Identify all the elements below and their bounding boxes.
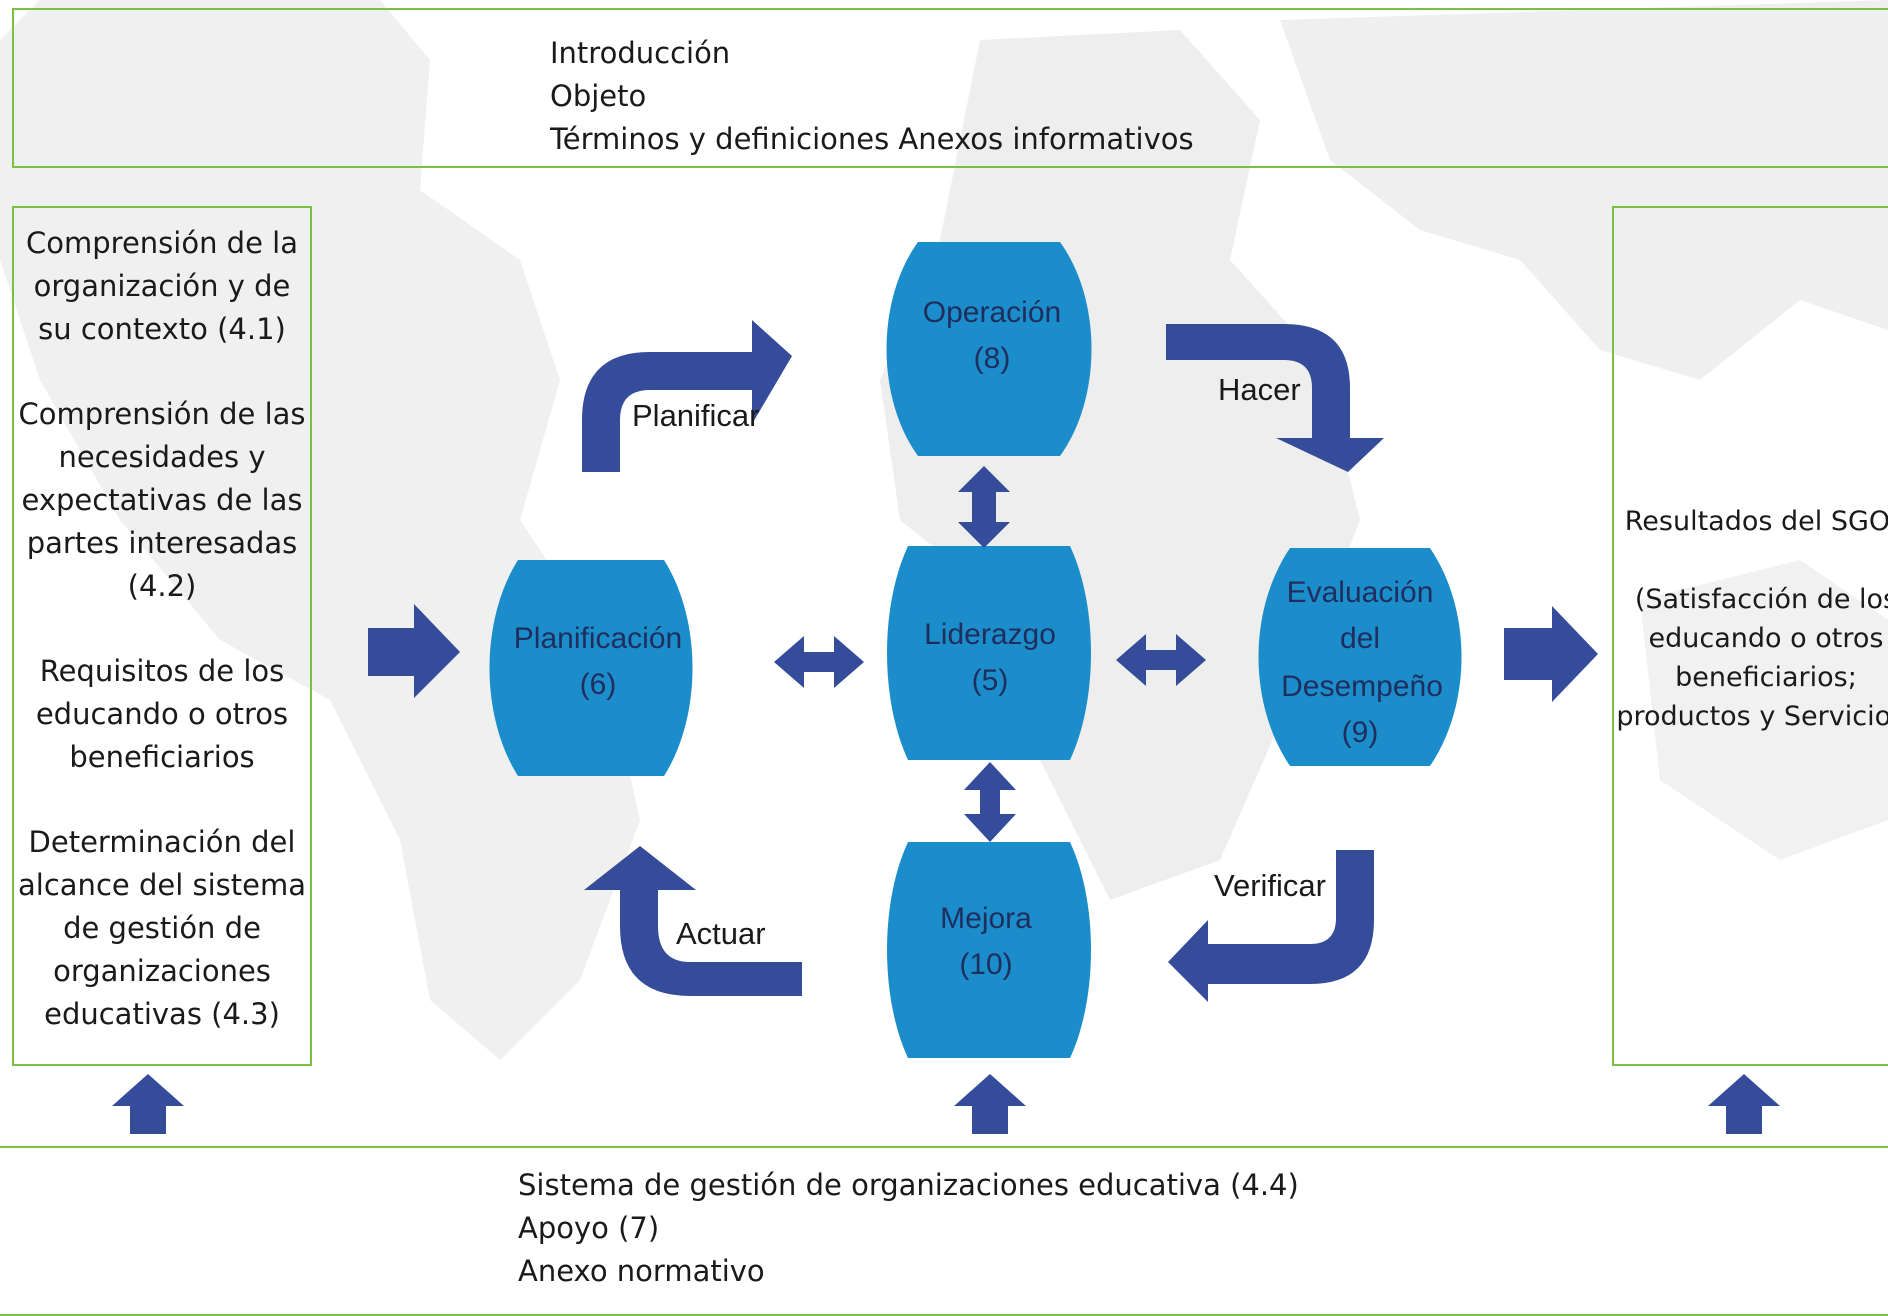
- node-liderazgo-number: (5): [972, 664, 1009, 697]
- results-title: Resultados del SGOE: [1624, 506, 1888, 537]
- input-scope: Determinación del alcance del sistema de…: [18, 825, 306, 1031]
- node-liderazgo-name: Liderazgo: [924, 618, 1056, 651]
- node-planificacion: Planificación (6): [489, 560, 693, 776]
- map-landmass-oceania: [1640, 560, 1888, 860]
- node-evaluacion-shape: [1258, 548, 1462, 766]
- footer-up-arrow-center: [954, 1074, 1026, 1134]
- header-line-objective: Objeto: [550, 79, 647, 113]
- check-label: Verificar: [1214, 868, 1326, 903]
- input-requirements: Requisitos de los educando o otros benef…: [35, 654, 289, 774]
- act-label: Actuar: [676, 916, 766, 951]
- footer-line-annex: Anexo normativo: [518, 1254, 765, 1288]
- node-evaluacion-name-1: Evaluación: [1287, 576, 1434, 609]
- node-liderazgo-shape: [887, 546, 1091, 760]
- node-mejora-name: Mejora: [940, 902, 1032, 935]
- map-landmass-asia: [1280, 0, 1888, 380]
- node-operacion-name: Operación: [923, 296, 1061, 329]
- check-arrow: [1168, 850, 1374, 1002]
- node-operacion-shape: [886, 242, 1092, 456]
- inputs-box: Comprensión de la organización y de su c…: [12, 206, 312, 1066]
- results-detail: (Satisfacción de los educando o otros be…: [1616, 584, 1888, 732]
- node-operacion: Operación (8): [886, 242, 1092, 456]
- plan-label: Planificar: [632, 398, 760, 433]
- results-text: Resultados del SGOE (Satisfacción de los…: [1614, 502, 1888, 775]
- header-line-introduction: Introducción: [550, 36, 731, 70]
- input-stakeholders: Comprensión de las necesidades y expecta…: [18, 397, 306, 603]
- header-box: Introducción Objeto Términos y definicio…: [12, 8, 1888, 168]
- liderazgo-mejora-arrow: [964, 762, 1016, 842]
- results-box: Resultados del SGOE (Satisfacción de los…: [1612, 206, 1888, 1066]
- act-arrow: [584, 846, 802, 996]
- node-planificacion-shape: [489, 560, 693, 776]
- node-mejora-number: (10): [959, 948, 1012, 981]
- footer-line-system: Sistema de gestión de organizaciones edu…: [518, 1168, 1299, 1202]
- inputs-text: Comprensión de la organización y de su c…: [14, 222, 310, 1078]
- plan-arrow: [582, 320, 792, 472]
- header-line-terms: Términos y definiciones Anexos informati…: [550, 122, 1194, 156]
- footer-lines: Sistema de gestión de organizaciones edu…: [518, 1164, 1299, 1293]
- node-evaluacion-number: (9): [1342, 716, 1379, 749]
- map-landmass-americas: [0, 0, 640, 1060]
- node-mejora-shape: [887, 842, 1091, 1058]
- footer-line-support: Apoyo (7): [518, 1211, 660, 1245]
- output-arrow: [1504, 606, 1598, 702]
- node-planificacion-name: Planificación: [514, 622, 682, 655]
- node-evaluacion: Evaluación del Desempeño (9): [1258, 548, 1462, 766]
- footer-up-arrow-left: [112, 1074, 184, 1134]
- node-planificacion-number: (6): [580, 668, 617, 701]
- liderazgo-evaluacion-arrow: [1116, 634, 1206, 686]
- input-arrow: [368, 604, 460, 698]
- operacion-liderazgo-arrow: [958, 466, 1010, 548]
- node-evaluacion-name-2: del: [1340, 622, 1380, 655]
- planificacion-liderazgo-arrow: [774, 636, 864, 688]
- input-context: Comprensión de la organización y de su c…: [26, 226, 298, 346]
- footer-up-arrow-right: [1708, 1074, 1780, 1134]
- node-evaluacion-name-3: Desempeño: [1281, 670, 1443, 703]
- node-operacion-number: (8): [974, 342, 1011, 375]
- do-arrow: [1166, 324, 1384, 472]
- node-liderazgo: Liderazgo (5): [887, 546, 1091, 760]
- node-mejora: Mejora (10): [887, 842, 1091, 1058]
- header-lines: Introducción Objeto Términos y definicio…: [550, 32, 1194, 161]
- do-label: Hacer: [1218, 372, 1301, 407]
